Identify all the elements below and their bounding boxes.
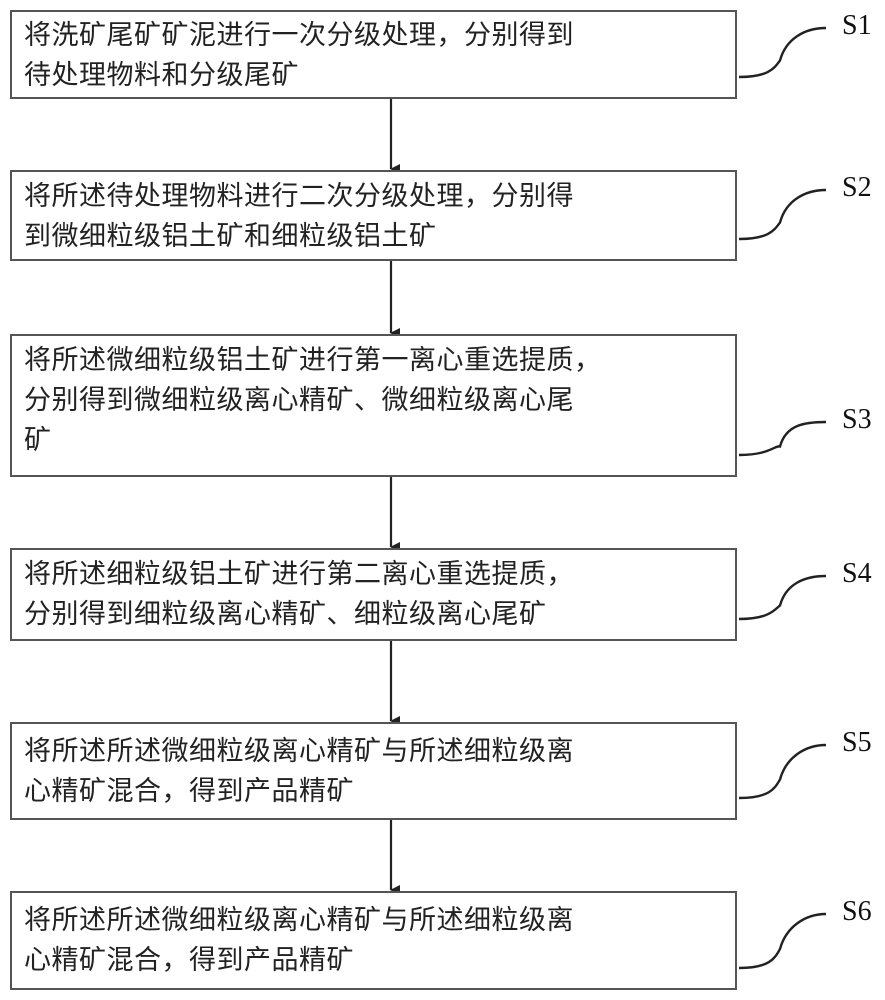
step-text: 将所述细粒级铝土矿进行第二离心重选提质， 分别得到细粒级离心精矿、细粒级离心尾矿 [24,559,574,630]
leader-line-s2 [738,188,827,241]
step-box-s5: 将所述所述微细粒级离心精矿与所述细粒级离 心精矿混合，得到产品精矿 [10,722,737,820]
step-label-s2: S2 [842,172,872,203]
step-label-s4: S4 [842,558,872,589]
leader-line-s3 [738,420,827,457]
leader-line-s6 [738,912,827,970]
step-text: 将所述所述微细粒级离心精矿与所述细粒级离 心精矿混合，得到产品精矿 [24,736,574,807]
step-label-s6: S6 [842,896,872,927]
step-label-s3: S3 [842,404,872,435]
step-text: 将所述微细粒级铝土矿进行第一离心重选提质， 分别得到微细粒级离心精矿、微细粒级离… [24,345,602,456]
step-box-s2: 将所述待处理物料进行二次分级处理，分别得 到微细粒级铝土矿和细粒级铝土矿 [10,170,737,261]
step-box-s6: 将所述所述微细粒级离心精矿与所述细粒级离 心精矿混合，得到产品精矿 [10,891,737,990]
leader-line-s4 [738,574,827,621]
step-label-s5: S5 [842,727,872,758]
step-box-s4: 将所述细粒级铝土矿进行第二离心重选提质， 分别得到细粒级离心精矿、细粒级离心尾矿 [10,548,737,641]
leader-line-s1 [738,26,827,79]
leader-line-s5 [738,743,827,800]
step-box-s1: 将洗矿尾矿矿泥进行一次分级处理，分别得到 待处理物料和分级尾矿 [10,10,737,99]
step-box-s3: 将所述微细粒级铝土矿进行第一离心重选提质， 分别得到微细粒级离心精矿、微细粒级离… [10,334,737,477]
step-label-s1: S1 [842,10,872,41]
step-text: 将洗矿尾矿矿泥进行一次分级处理，分别得到 待处理物料和分级尾矿 [24,20,574,91]
step-text: 将所述待处理物料进行二次分级处理，分别得 到微细粒级铝土矿和细粒级铝土矿 [24,181,574,252]
step-text: 将所述所述微细粒级离心精矿与所述细粒级离 心精矿混合，得到产品精矿 [24,905,574,976]
